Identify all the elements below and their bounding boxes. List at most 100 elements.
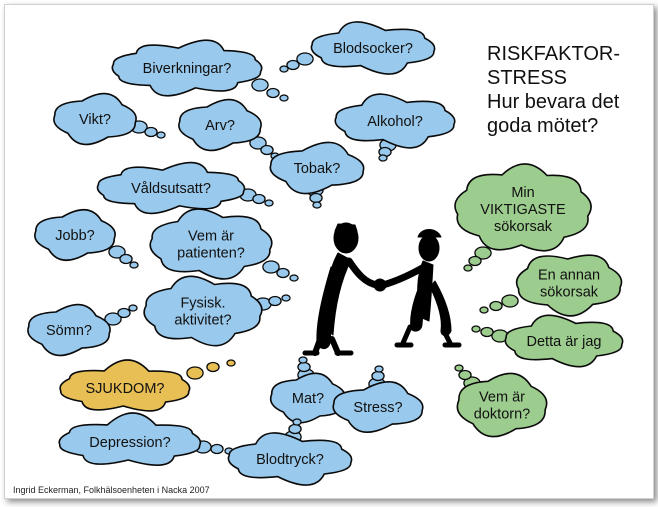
- cloud-label: Mat?: [292, 391, 324, 407]
- cloud-tail-bubble: [374, 365, 384, 373]
- cloud-tail-bubble: [108, 245, 126, 259]
- cloud-label: Depression?: [89, 435, 170, 451]
- cloud-shape: [27, 303, 111, 357]
- cloud-shape: [269, 372, 347, 424]
- cloud-vikt: Vikt?: [53, 92, 166, 146]
- cloud-tail-bubble: [501, 294, 519, 308]
- cloud-tail-bubble: [479, 306, 489, 314]
- cloud-label: Vem är: [188, 229, 234, 245]
- cloud-tail-bubble: [251, 78, 269, 92]
- cloud-depression: Depression?: [58, 412, 234, 466]
- cloud-label: SJUKDOM?: [86, 381, 165, 397]
- title-line-2: STRESS: [487, 67, 568, 89]
- cloud-shape: [53, 92, 137, 146]
- cloud-label: Biverkningar?: [143, 61, 232, 77]
- cloud-label: En annan: [538, 268, 600, 284]
- cloud-shape: [515, 254, 623, 317]
- cloud-tail-bubble: [104, 312, 122, 326]
- cloud-shape: [149, 208, 273, 280]
- cloud-label: Jobb?: [55, 228, 95, 244]
- cloud-shape: [454, 163, 592, 252]
- cloud-shape: [178, 98, 262, 152]
- cloud-tail-bubble: [371, 370, 385, 382]
- diagram-canvas: Biverkningar? Blodsocker? Vikt? Arv? Alkohol…: [27, 21, 624, 486]
- cloud-tail-bubble: [144, 126, 158, 138]
- cloud-tail-bubble: [463, 264, 473, 272]
- cloud-shape: [269, 141, 365, 195]
- title-line-1: RISKFAKTOR-: [487, 43, 620, 65]
- cloud-tail-bubble: [206, 361, 220, 373]
- clouds-layer: Biverkningar? Blodsocker? Vikt? Arv? Alkohol…: [27, 21, 624, 486]
- cloud-tail-bubble: [474, 246, 492, 260]
- cloud-valdsutsatt: Våldsutsatt?: [96, 161, 274, 215]
- handshake-figures: [302, 222, 462, 356]
- cloud-label: patienten?: [177, 246, 245, 262]
- cloud-sjukdom: SJUKDOM?: [59, 359, 236, 412]
- cloud-tail-bubble: [249, 136, 267, 150]
- cloud-shape: [58, 412, 202, 466]
- cloud-label: VIKTIGASTE: [480, 202, 566, 218]
- cloud-tail-bubble: [309, 192, 323, 204]
- cloud-tail-bubble: [292, 418, 302, 426]
- cloud-label: Min: [511, 185, 534, 201]
- cloud-tail-bubble: [289, 274, 299, 282]
- cloud-label: Blodsocker?: [333, 41, 413, 57]
- cloud-label: Fysisk.: [180, 296, 225, 312]
- cloud-tail-bubble: [458, 369, 472, 381]
- cloud-tail-bubble: [264, 199, 274, 207]
- cloud-label: Alkohol?: [367, 114, 423, 130]
- right-figure-icon: [373, 229, 462, 348]
- cloud-label: Arv?: [205, 118, 235, 134]
- slide: Biverkningar? Blodsocker? Vikt? Arv? Alkohol…: [4, 4, 654, 499]
- cloud-shape: [227, 432, 353, 486]
- cloud-detta-ar-jag: Detta är jag: [471, 314, 624, 368]
- cloud-shape: [456, 372, 548, 438]
- cloud-shape: [143, 275, 263, 347]
- cloud-blodtryck: Blodtryck?: [227, 418, 353, 486]
- cloud-label: sökorsak: [540, 285, 599, 301]
- cloud-tail-bubble: [268, 295, 282, 307]
- cloud-fysisk-aktivitet: Fysisk.aktivitet?: [143, 275, 291, 347]
- cloud-tail-bubble: [210, 443, 224, 455]
- cloud-tail-bubble: [298, 356, 308, 364]
- cloud-tail-bubble: [454, 364, 464, 372]
- cloud-stress: Stress?: [332, 365, 424, 433]
- cloud-tail-bubble: [119, 253, 133, 265]
- cloud-tail-bubble: [378, 154, 388, 162]
- title-line-4: goda mötet?: [487, 115, 599, 137]
- cloud-tobak: Tobak?: [269, 141, 365, 209]
- left-figure-icon: [302, 222, 381, 356]
- cloud-arv: Arv?: [178, 98, 280, 160]
- cloud-tail-bubble: [117, 307, 131, 319]
- cloud-shape: [332, 381, 424, 433]
- title-line-3: Hur bevara det: [487, 91, 620, 113]
- cloud-label: Blodtryck?: [256, 452, 324, 468]
- cloud-tail-bubble: [489, 300, 503, 312]
- cloud-tail-bubble: [262, 260, 280, 274]
- footer-credit: Ingrid Eckerman, Folkhälsoenheten i Nack…: [13, 485, 210, 495]
- cloud-tail-bubble: [226, 359, 236, 367]
- cloud-tail-bubble: [279, 94, 289, 102]
- cloud-tail-bubble: [260, 144, 274, 156]
- cloud-tail-bubble: [252, 193, 266, 205]
- cloud-label: doktorn?: [474, 407, 530, 423]
- cloud-tail-bubble: [156, 131, 166, 139]
- cloud-tail-bubble: [312, 201, 322, 209]
- cloud-tail-bubble: [276, 267, 290, 279]
- cloud-shape: [310, 21, 436, 75]
- cloud-tail-bubble: [266, 87, 280, 99]
- cloud-tail-bubble: [471, 325, 481, 333]
- cloud-shape: [504, 314, 624, 368]
- cloud-label: Tobak?: [294, 161, 341, 177]
- cloud-label: Detta är jag: [527, 334, 602, 350]
- cloud-tail-bubble: [296, 52, 314, 66]
- cloud-label: Vem är: [479, 390, 525, 406]
- cloud-label: aktivitet?: [174, 313, 231, 329]
- cloud-tail-bubble: [297, 361, 311, 373]
- cloud-shape: [59, 359, 191, 412]
- cloud-label: Våldsutsatt?: [131, 181, 211, 197]
- cloud-somn: Sömn?: [27, 303, 138, 357]
